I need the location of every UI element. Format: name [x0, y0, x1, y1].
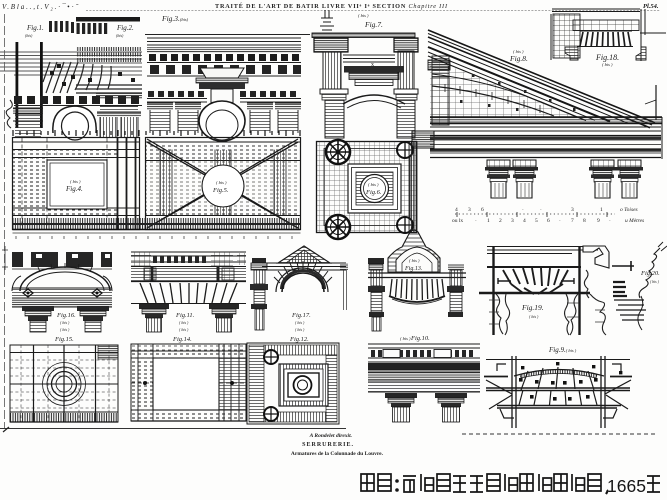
svg-text:( bis ): ( bis ) [60, 327, 70, 332]
svg-text:Fig.19.: Fig.19. [521, 303, 544, 312]
svg-text:Fig.13.: Fig.13. [404, 266, 422, 272]
svg-text:( bis ): ( bis ) [60, 320, 70, 325]
svg-text:4: 4 [523, 218, 526, 224]
svg-text:( bis ): ( bis ) [358, 13, 369, 18]
svg-text:o Toises: o Toises [620, 207, 638, 213]
svg-text:Fig.18.: Fig.18. [595, 53, 619, 62]
svg-text:( bis ): ( bis ) [295, 320, 305, 325]
svg-text:Fig.9.( bis ): Fig.9.( bis ) [548, 346, 577, 354]
svg-text:Fig.3.(bis): Fig.3.(bis) [161, 14, 189, 23]
svg-text:( bis ): ( bis ) [179, 327, 189, 332]
svg-text:Fig.4.: Fig.4. [65, 185, 83, 193]
svg-text:·: · [522, 207, 524, 213]
svg-text:8: 8 [583, 218, 586, 224]
svg-text:( bis ): ( bis ) [368, 182, 379, 187]
svg-text:( bis ): ( bis ) [409, 258, 420, 263]
svg-text:7: 7 [571, 218, 574, 224]
svg-text:·: · [609, 218, 611, 224]
svg-text:ou lx: ou lx [452, 218, 463, 224]
svg-text:4: 4 [455, 207, 458, 213]
svg-text:3: 3 [468, 207, 471, 213]
svg-text:Fig.6.: Fig.6. [365, 189, 382, 196]
svg-text:Armatures de la Colonnade du L: Armatures de la Colonnade du Louvre. [291, 451, 384, 457]
svg-text:( bis ): ( bis ) [650, 280, 660, 284]
svg-text:(bis): (bis) [25, 33, 33, 38]
svg-text:9: 9 [597, 218, 600, 224]
svg-text:5: 5 [535, 218, 538, 224]
svg-text:A Rondelet direxit.: A Rondelet direxit. [309, 433, 352, 439]
svg-text:Fig.16.: Fig.16. [56, 312, 76, 319]
svg-text:( bis ): ( bis ) [400, 336, 411, 341]
svg-text:(bis): (bis) [116, 33, 124, 38]
svg-text:Fig.8.: Fig.8. [509, 54, 528, 63]
svg-text:·: · [540, 207, 542, 213]
svg-text:V.Bla..,t.V₂.·¯•·ˉ: V.Bla..,t.V₂.·¯•·ˉ [2, 3, 79, 11]
svg-text:2: 2 [499, 218, 502, 224]
svg-text:6: 6 [481, 207, 484, 213]
svg-text:·: · [559, 218, 561, 224]
svg-text:x: x [371, 62, 374, 68]
svg-text:Fig.5.: Fig.5. [212, 187, 229, 194]
svg-text:Fig.1.: Fig.1. [26, 24, 44, 32]
svg-text:6: 6 [547, 218, 550, 224]
svg-text:SERRURERIE.: SERRURERIE. [302, 442, 354, 448]
svg-text:u Mètres: u Mètres [625, 218, 644, 224]
svg-text:( bis ): ( bis ) [513, 49, 524, 54]
svg-text:1665: 1665 [607, 476, 646, 496]
svg-text:·: · [475, 218, 477, 224]
svg-text:( bis ): ( bis ) [295, 327, 305, 332]
svg-text:Fig.15.: Fig.15. [54, 336, 74, 343]
svg-text:TRAITÉ DE L'ART DE BATIR LIVRE: TRAITÉ DE L'ART DE BATIR LIVRE VIIᵉ Iᵉ S… [215, 2, 448, 10]
svg-text:Fig.14.: Fig.14. [172, 336, 192, 343]
svg-text:Pl.54.: Pl.54. [643, 3, 659, 10]
svg-text:1: 1 [487, 218, 490, 224]
svg-text:Fig.10.: Fig.10. [410, 335, 430, 342]
svg-text:( bis ): ( bis ) [529, 314, 539, 319]
svg-text:( bis ): ( bis ) [179, 320, 189, 325]
svg-text:( bis ): ( bis ) [70, 179, 81, 184]
svg-text:( bis ): ( bis ) [602, 62, 613, 67]
svg-text:3: 3 [571, 207, 574, 213]
svg-text:3: 3 [511, 218, 514, 224]
svg-text:( bis ): ( bis ) [216, 180, 227, 185]
svg-text:Fig.20.: Fig.20. [640, 270, 660, 277]
svg-text:Fig.17.: Fig.17. [291, 312, 311, 319]
svg-text:Fig.2.: Fig.2. [116, 24, 134, 32]
svg-text:Fig.11.: Fig.11. [175, 312, 195, 319]
svg-text:1: 1 [600, 207, 603, 213]
svg-text:Fig.12.: Fig.12. [289, 336, 309, 343]
svg-text:Fig.7.: Fig.7. [364, 20, 383, 29]
